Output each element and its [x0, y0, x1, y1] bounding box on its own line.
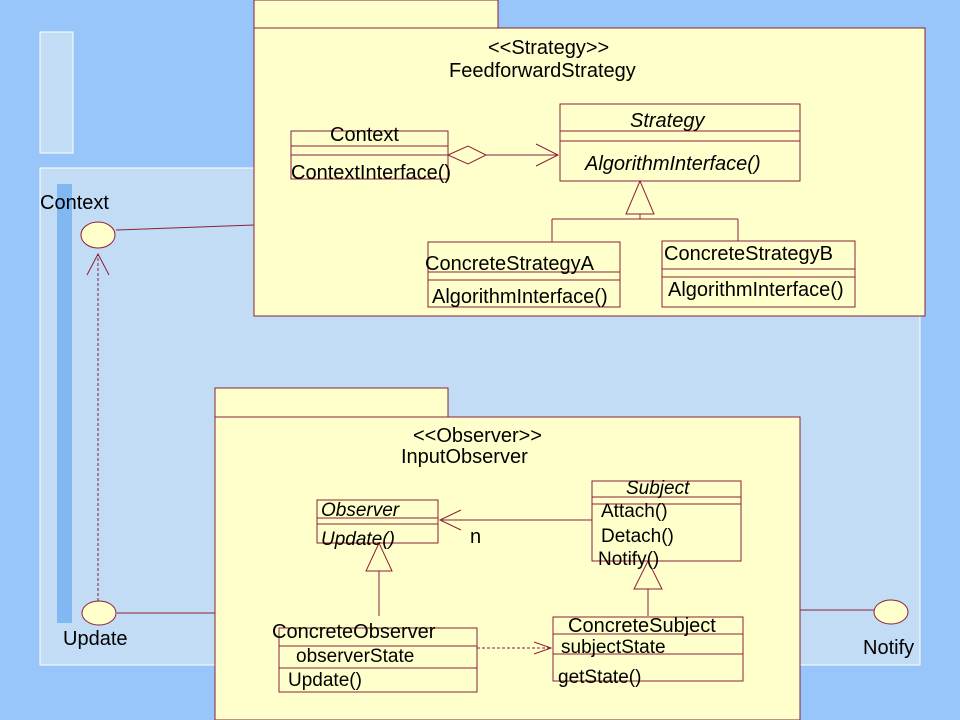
strategy-class-op: AlgorithmInterface(): [585, 153, 761, 175]
observer-subject-dependency-arrowhead: [533, 641, 553, 655]
concrete-subject-name: ConcreteSubject: [568, 615, 716, 637]
subject-class-box: [591, 480, 742, 562]
strategy-stereotype: <<Strategy>>: [488, 37, 610, 59]
observer-class-name: Observer: [321, 500, 400, 521]
port-label-notify: Notify: [863, 637, 915, 659]
concrete-strategy-b-box: [661, 240, 856, 308]
context-port: [80, 221, 116, 249]
multiplicity-label: n: [470, 526, 482, 548]
notify-port: [873, 599, 909, 625]
dependency-arrowhead: [86, 252, 110, 276]
subject-op-attach: Attach(): [601, 501, 668, 522]
association-arrowhead: [438, 509, 462, 531]
strategy-class-name: Strategy: [630, 110, 705, 132]
aggregation-arrowhead: [535, 143, 560, 167]
concrete-observer-box: [278, 627, 478, 693]
concrete-subject-attr: subjectState: [561, 637, 666, 658]
concrete-strategy-a-box: [427, 241, 621, 308]
strategy-package-name: FeedforwardStrategy: [449, 60, 636, 82]
subject-op-notify: Notify(): [598, 549, 660, 570]
concrete-strategy-a-name: ConcreteStrategyA: [425, 253, 594, 275]
concrete-observer-attr: observerState: [296, 646, 415, 667]
component-left-bar: [57, 184, 72, 623]
concrete-subject-op: getState(): [558, 667, 642, 688]
observer-package-body: [214, 416, 801, 720]
update-port: [81, 600, 117, 626]
observer-stereotype: <<Observer>>: [413, 425, 542, 447]
port-label-update: Update: [63, 628, 128, 650]
observer-package-name: InputObserver: [401, 446, 528, 468]
concrete-subject-box: [552, 616, 744, 682]
concrete-strategy-a-op: AlgorithmInterface(): [432, 286, 608, 308]
concrete-strategy-b-name: ConcreteStrategyB: [664, 243, 833, 265]
observer-class-box: [316, 499, 439, 544]
context-class-op: ContextInterface(): [291, 162, 452, 184]
subject-op-detach: Detach(): [601, 526, 674, 547]
subject-class-name: Subject: [626, 478, 690, 499]
concrete-observer-name: ConcreteObserver: [272, 621, 436, 643]
concrete-observer-op: Update(): [288, 670, 362, 691]
port-label-context: Context: [40, 192, 109, 214]
strategy-package-tab: [253, 0, 499, 29]
observer-class-op: Update(): [321, 529, 395, 550]
context-port-link: [115, 224, 255, 231]
strategy-class-box: [559, 103, 801, 182]
strategy-inheritance-lines: [551, 214, 739, 242]
strategy-package-body: [253, 27, 926, 317]
concrete-strategy-b-op: AlgorithmInterface(): [668, 279, 844, 301]
observer-package-tab: [214, 387, 449, 418]
context-class-name: Context: [330, 124, 399, 146]
component-tab: [39, 31, 74, 154]
